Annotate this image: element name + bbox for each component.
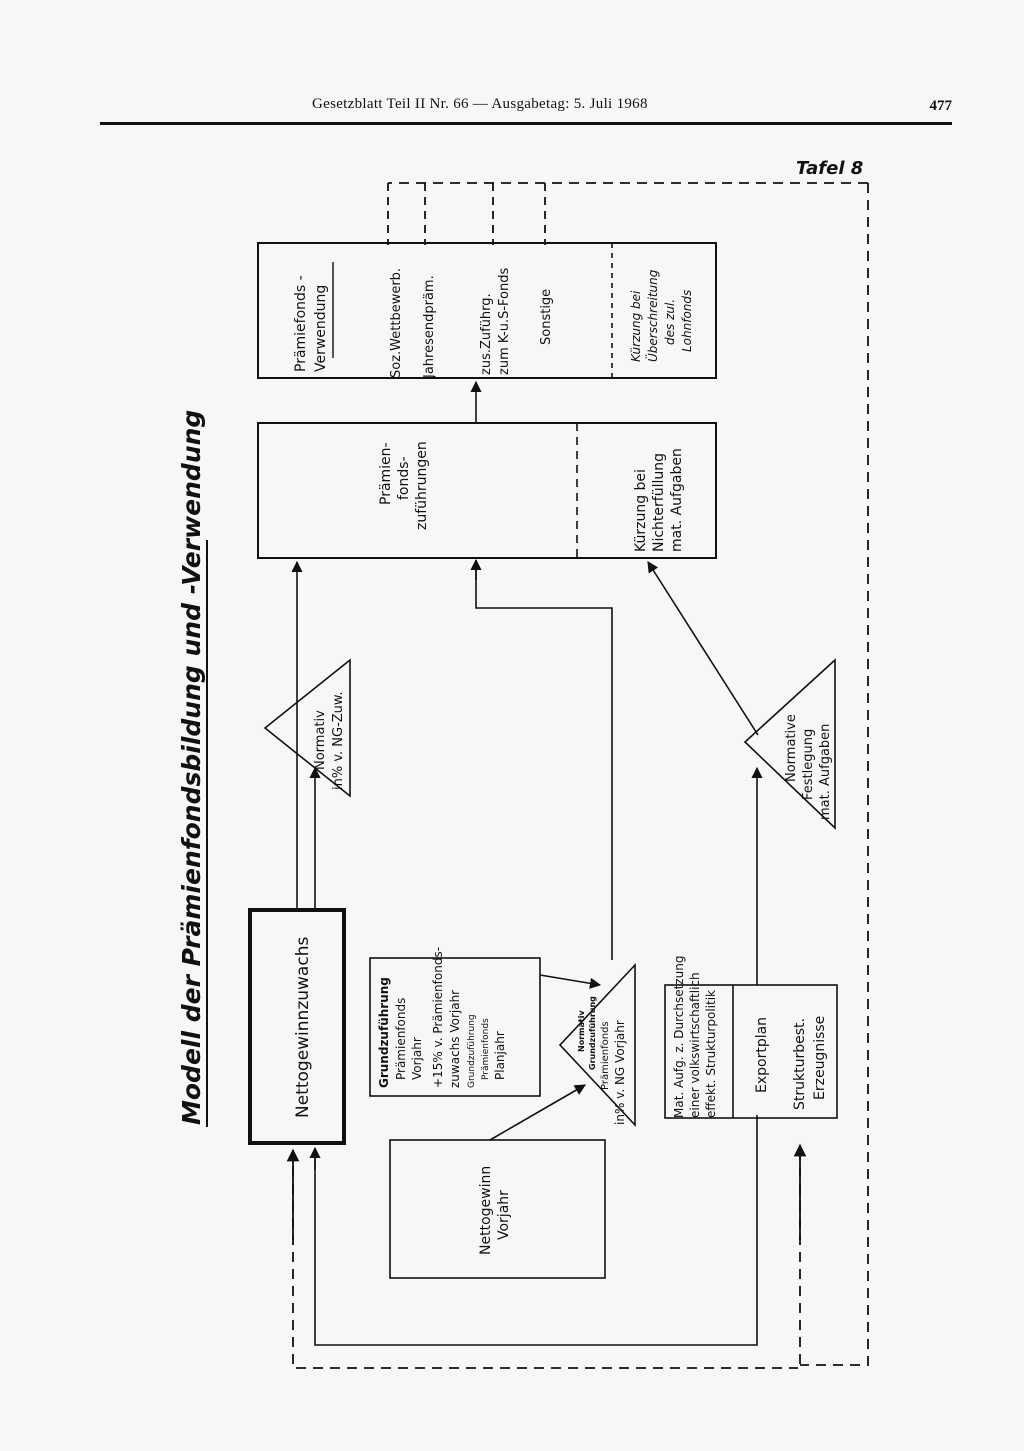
kuerzung-ueberschreitung-line-3: des zul. xyxy=(663,299,677,345)
mat-aufgaben-line-3: effekt. Strukturpolitik xyxy=(704,990,718,1118)
grundzufuehrung-box xyxy=(369,957,541,1097)
grund-line-5: zuwachs Vorjahr xyxy=(448,990,462,1088)
solid-feedback-line xyxy=(314,1115,758,1346)
verwendung-item-kfonds: zum K-u.S-Fonds xyxy=(497,268,512,375)
normativ-grund-line-3: Prämienfonds xyxy=(600,1021,611,1090)
mat-aufgaben-line-1: Mat. Aufg. z. Durchsetzung xyxy=(672,956,686,1118)
header-rule xyxy=(100,122,952,125)
page-header: Gesetzblatt Teil II Nr. 66 — Ausgabetag:… xyxy=(100,92,952,122)
verwendung-dashed-ticks xyxy=(387,183,546,245)
kuerzung-nichterfuellung-line-1: Kürzung bei xyxy=(633,469,649,552)
kuerzung-ueberschreitung-line-2: Überschreitung xyxy=(644,269,660,362)
tafel-label: Tafel 8 xyxy=(796,158,864,179)
normativ-grund-line-4: in% v. NG Vorjahr xyxy=(613,1020,627,1125)
grund-to-zufuehrungen-line xyxy=(475,562,613,960)
grund-line-6: Grundzuführung xyxy=(467,1014,477,1088)
normativ-grund-line-2: Grundzuführung xyxy=(588,996,597,1070)
nettogewinn-vorjahr-line-1: Nettogewinn xyxy=(478,1166,494,1255)
verwendung-box xyxy=(257,242,717,379)
header-title: Gesetzblatt Teil II Nr. 66 — Ausgabetag:… xyxy=(312,96,648,112)
verwendung-item-zus: zus.Zuführg. xyxy=(479,293,494,375)
kuerzung-ueberschreitung-line-1: Kürzung bei xyxy=(629,290,643,362)
kuerzung-nichterfuellung-line-2: Nichterfüllung xyxy=(651,453,667,552)
normativ-grund-triangle xyxy=(558,962,636,1128)
normativ-line-1: Normativ xyxy=(313,710,328,770)
verwendung-title-line-2: Verwendung xyxy=(313,285,329,372)
nettogewinn-vorjahr-box xyxy=(389,1139,606,1279)
verwendung-item-jahresend: Jahresendpräm. xyxy=(422,275,437,379)
verwendung-item-sonstige: Sonstige xyxy=(539,289,554,345)
normativ-triangle xyxy=(263,658,351,798)
grund-line-2: Prämienfonds xyxy=(394,998,408,1080)
festlegung-line-2: Festlegung xyxy=(801,729,816,800)
kuerzung-ueberschreitung-line-4: Lohnfonds xyxy=(680,290,694,352)
normativ-grund-line-1: Normativ xyxy=(577,1010,586,1052)
zufuehrungen-box xyxy=(257,422,717,559)
strukturbest-line-1: Strukturbest. xyxy=(792,1018,808,1110)
arrow-festlegung-to-kuerzung xyxy=(647,561,759,736)
nettogewinn-vorjahr-line-2: Vorjahr xyxy=(496,1190,512,1240)
kuerzung-nichterfuellung-line-3: mat. Aufgaben xyxy=(669,448,685,552)
grund-line-7: Prämienfonds xyxy=(481,1018,491,1080)
arrow-grund-to-normativ xyxy=(539,974,602,989)
mat-aufgaben-box xyxy=(664,984,838,1119)
festlegung-line-1: Normative xyxy=(784,714,799,782)
zufuehrungen-line-3: zuführungen xyxy=(414,441,430,530)
normativ-line-2: in% v. NG-Zuw. xyxy=(331,692,346,791)
page-number: 477 xyxy=(929,98,953,114)
arrow-vorjahr-to-normativ xyxy=(489,1084,586,1141)
zufuehrungen-line-1: Prämien- xyxy=(378,442,394,505)
verwendung-item-soz: Soz.Wettbewerb. xyxy=(389,268,404,378)
verwendung-title-line-1: Prämiefonds - xyxy=(293,275,309,372)
grund-line-1: Grundzuführung xyxy=(377,977,391,1088)
zufuehrungen-line-2: fonds- xyxy=(396,456,412,500)
lower-dashed-loop xyxy=(292,1150,798,1369)
nettogewinnzuwachs-label: Nettogewinnzuwachs xyxy=(293,937,313,1118)
festlegung-triangle xyxy=(743,658,836,830)
mat-aufgaben-line-2: einer volkswirtschaftlich xyxy=(688,972,702,1118)
grund-line-3: Vorjahr xyxy=(410,1037,424,1080)
exportplan-label: Exportplan xyxy=(754,1017,770,1093)
grund-line-4: +15% v. Prämienfonds- xyxy=(431,947,445,1088)
festlegung-line-3: mat. Aufgaben xyxy=(818,724,833,820)
diagram-title: Modell der Prämienfondsbildung und -Verw… xyxy=(177,410,206,1125)
grund-line-8: Planjahr xyxy=(493,1031,507,1080)
strukturbest-line-2: Erzeugnisse xyxy=(812,1016,828,1100)
